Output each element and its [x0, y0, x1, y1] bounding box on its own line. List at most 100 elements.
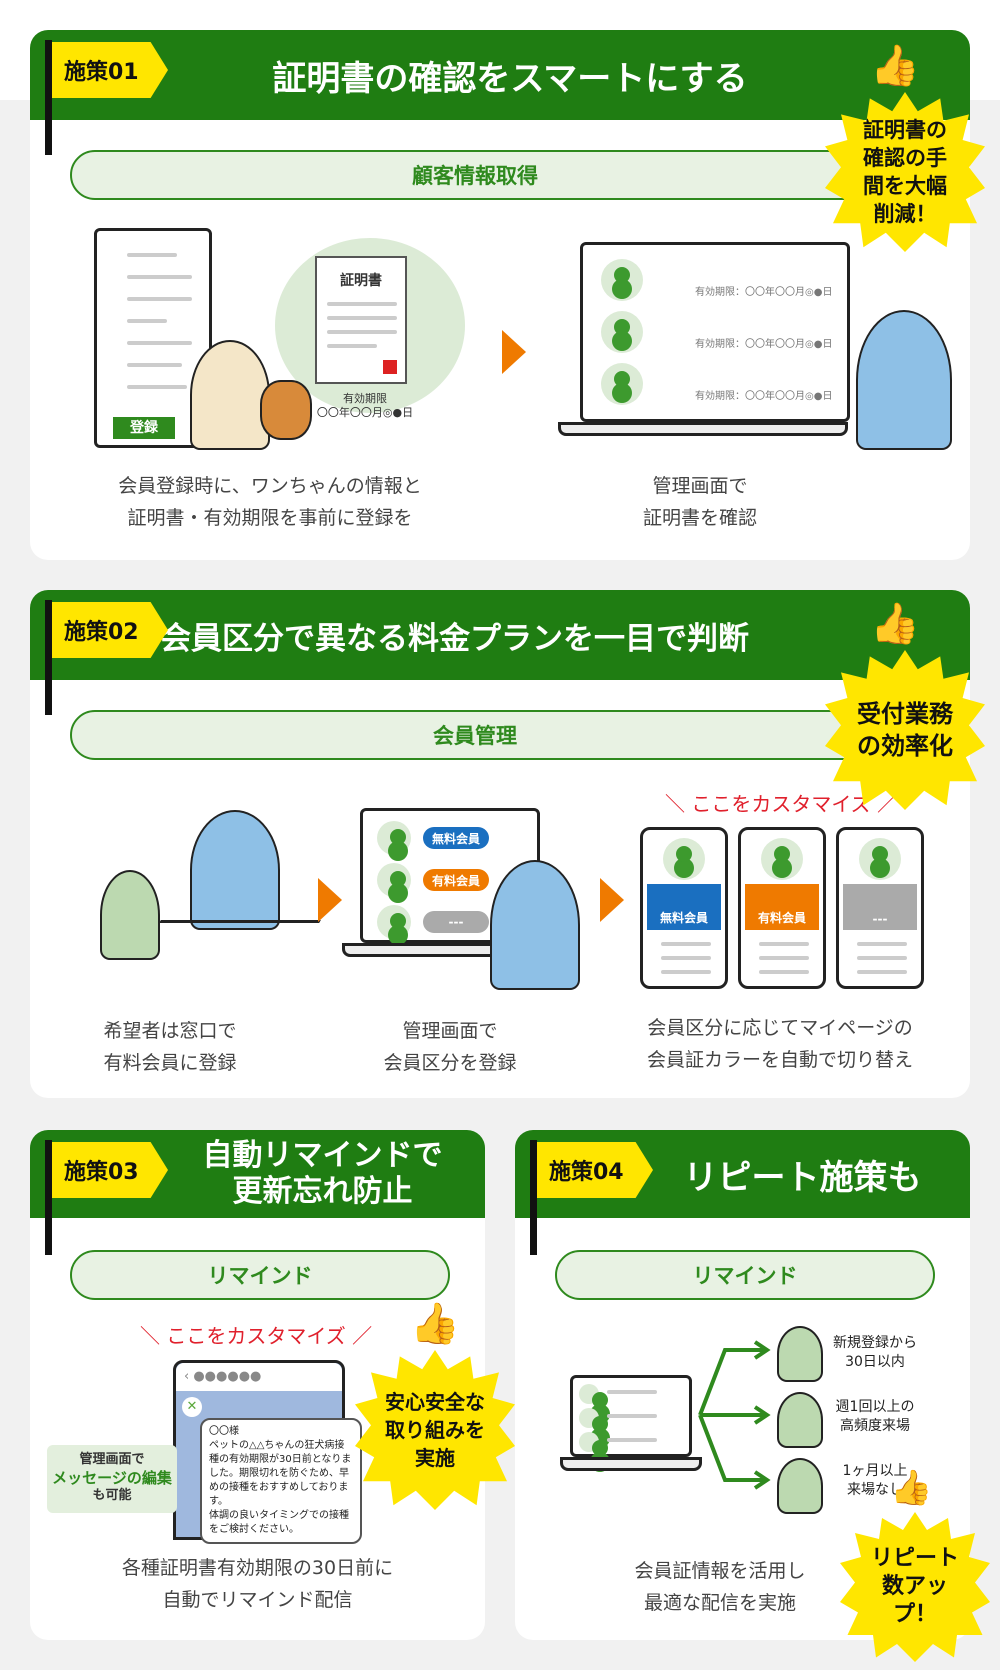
expiry-row-1: 有効期限：〇〇年〇〇月◎●日: [695, 287, 833, 298]
message-bubble: 〇〇様ペットの△△ちゃんの狂犬病接種の有効期限が30日前となりました。期限切れを…: [200, 1418, 362, 1544]
note-line: も可能: [92, 1488, 132, 1503]
customize-label: ＼ ここをカスタマイズ ／: [140, 1324, 373, 1348]
message-line: 体調の良いタイミングでの接種をご検討ください。: [209, 1510, 349, 1535]
customer-info-pill: 顧客情報取得: [70, 150, 880, 200]
certificate-title: 証明書: [340, 273, 382, 289]
certificate-doc: 証明書: [315, 256, 407, 384]
expiry-row-3: 有効期限：〇〇年〇〇月◎●日: [695, 391, 833, 402]
measure-02-card: 会員区分で異なる料金プランを一目で判断 施策02 会員管理 無料会員 有料会員 …: [30, 590, 970, 1098]
customize-label: ＼ ここをカスタマイズ ／: [665, 792, 898, 816]
badge-other: ---: [423, 911, 489, 933]
measure-03-title-line: 自動リマインドで: [202, 1138, 443, 1173]
member-card-other: ---: [836, 827, 924, 989]
caption-line: 証明書を確認: [642, 507, 757, 529]
customer-illustration: [777, 1326, 823, 1382]
member-card-badge: ---: [843, 884, 917, 930]
caption: 会員証情報を活用し最適な配信を実施: [575, 1555, 865, 1619]
target-line: 1ヶ月以上: [842, 1463, 908, 1479]
measure-04-title: リピート施策も: [683, 1157, 922, 1198]
badge-paid: 有料会員: [423, 869, 489, 891]
caption-line: 自動でリマインド配信: [162, 1589, 353, 1611]
caption-line: 管理画面で: [402, 1020, 498, 1042]
target-line: 高頻度来場: [840, 1418, 910, 1434]
registration-phone: 登録: [94, 228, 212, 448]
customer-illustration: [777, 1392, 823, 1448]
thumbs-up-icon: 👍: [870, 43, 920, 89]
expiry-row-2: 有効期限：〇〇年〇〇月◎●日: [695, 339, 833, 350]
branch-arrows: [698, 1340, 771, 1490]
target-line: 週1回以上の: [835, 1399, 915, 1415]
step-arrow: [600, 878, 624, 922]
target-lapsed: 1ヶ月以上来場なし: [825, 1462, 925, 1500]
dog-illustration: [260, 380, 312, 440]
badge-free: 無料会員: [423, 827, 489, 849]
measure-02-tag: 施策02: [52, 602, 168, 658]
delivery-laptop: [570, 1375, 692, 1457]
caption-line: 各種証明書有効期限の30日前に: [121, 1557, 394, 1579]
caption-line: 最適な配信を実施: [643, 1592, 796, 1614]
flag-pole: [530, 1140, 537, 1255]
counter-illustration: [80, 800, 321, 980]
step-arrow: [502, 330, 526, 374]
customer-illustration: [777, 1458, 823, 1514]
caption-line: 会員証カラーを自動で切り替え: [646, 1049, 913, 1071]
measure-03-burst: 安心安全な取り組みを実施: [355, 1350, 515, 1510]
thumbs-up-icon: 👍: [410, 1301, 460, 1347]
member-card-paid: 有料会員: [738, 827, 826, 989]
measure-01-tag: 施策01: [52, 42, 168, 98]
register-button[interactable]: 登録: [113, 417, 175, 439]
phone-header: ‹ ●●●●●●: [176, 1363, 342, 1391]
caption-right: 管理画面で証明書を確認: [570, 470, 830, 534]
target-frequent: 週1回以上の高頻度来場: [825, 1398, 925, 1436]
target-line: 新規登録から: [833, 1335, 917, 1351]
edit-note: 管理画面でメッセージの編集も可能: [47, 1445, 177, 1513]
note-line: 管理画面で: [79, 1452, 145, 1467]
staff-man-illustration: [856, 310, 952, 450]
member-card-badge: 無料会員: [647, 884, 721, 930]
measure-01-header: 証明書の確認をスマートにする: [30, 30, 970, 120]
measure-02-header: 会員区分で異なる料金プランを一目で判断: [30, 590, 970, 680]
caption-line: 有料会員に登録: [103, 1052, 237, 1074]
remind-pill: リマインド: [555, 1250, 935, 1300]
flag-pole: [45, 600, 52, 715]
note-line: メッセージの編集: [52, 1469, 172, 1487]
thumbs-up-icon: 👍: [890, 1468, 933, 1508]
caption-line: 希望者は窓口で: [103, 1020, 237, 1042]
caption-2: 管理画面で会員区分を登録: [350, 1015, 550, 1079]
caption-line: 証明書・有効期限を事前に登録を: [127, 507, 413, 529]
target-line: 来場なし: [847, 1482, 903, 1498]
member-management-pill: 会員管理: [70, 710, 880, 760]
caption-left: 会員登録時に、ワンちゃんの情報と証明書・有効期限を事前に登録を: [70, 470, 470, 534]
laptop-base: [560, 1457, 702, 1471]
caption-line: 会員区分に応じてマイページの: [647, 1017, 913, 1039]
measure-01-card: 証明書の確認をスマートにする 施策01 顧客情報取得 登録 証明書 有効期限〇〇…: [30, 30, 970, 560]
message-line: ペットの△△ちゃんの狂犬病接種の有効期限が30日前となりました。期限切れを防ぐた…: [209, 1440, 352, 1507]
flag-pole: [45, 40, 52, 155]
caption-line: 会員登録時に、ワンちゃんの情報と: [118, 475, 422, 497]
message-line: 〇〇様: [209, 1426, 239, 1437]
flag-pole: [45, 1140, 52, 1255]
caption-1: 希望者は窓口で有料会員に登録: [70, 1015, 270, 1079]
chat-app-icon: ✕: [182, 1397, 202, 1417]
measure-04-tag: 施策04: [537, 1142, 653, 1198]
certificate-expiry: 有効期限〇〇年〇〇月◎●日: [300, 392, 430, 420]
step-arrow: [318, 878, 342, 922]
remind-pill: リマインド: [70, 1250, 450, 1300]
measure-02-title: 会員区分で異なる料金プランを一目で判断: [160, 620, 749, 657]
measure-01-title: 証明書の確認をスマートにする: [272, 58, 748, 99]
admin-screen: 有効期限：〇〇年〇〇月◎●日 有効期限：〇〇年〇〇月◎●日 有効期限：〇〇年〇〇…: [580, 242, 850, 422]
expiry-value: 〇〇年〇〇月◎●日: [316, 406, 414, 419]
caption-line: 会員証情報を活用し: [634, 1560, 806, 1582]
member-card-badge: 有料会員: [745, 884, 819, 930]
measure-03-tag: 施策03: [52, 1142, 168, 1198]
caption: 各種証明書有効期限の30日前に自動でリマインド配信: [50, 1552, 465, 1616]
target-new: 新規登録から 30日以内: [825, 1334, 925, 1372]
measure-03-title-line: 更新忘れ防止: [232, 1174, 413, 1209]
target-line: 30日以内: [845, 1354, 905, 1370]
caption-line: 管理画面で: [652, 475, 748, 497]
member-card-free: 無料会員: [640, 827, 728, 989]
expiry-label: 有効期限: [343, 392, 387, 405]
thumbs-up-icon: 👍: [870, 601, 920, 647]
caption-line: 会員区分を登録: [383, 1052, 517, 1074]
woman-with-phone-illustration: [190, 340, 270, 450]
